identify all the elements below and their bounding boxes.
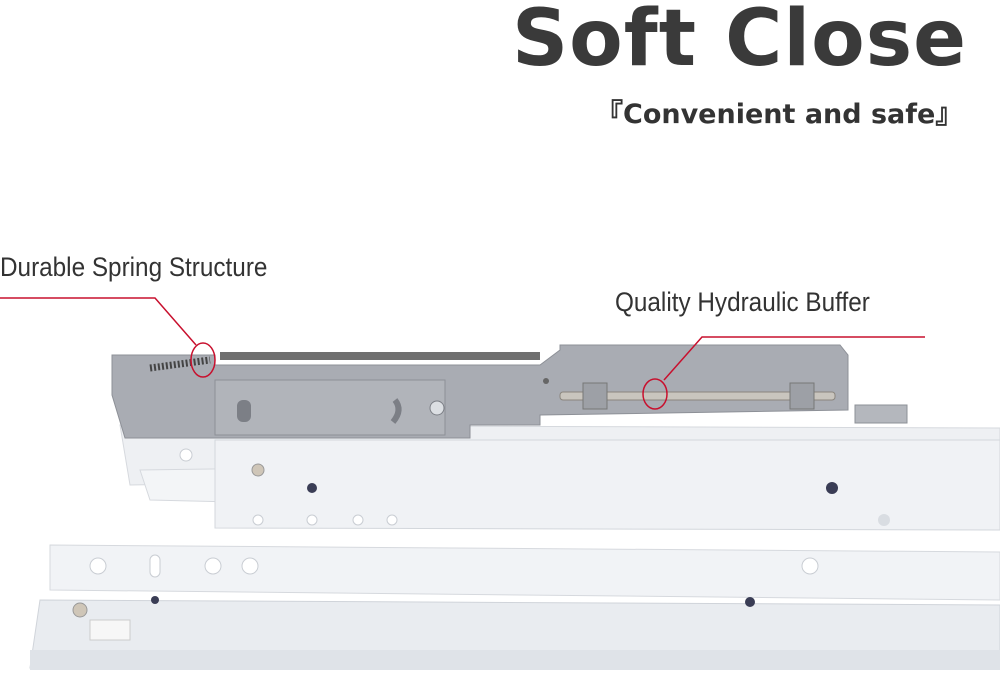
upper-slide-rail	[119, 424, 1000, 531]
headline: Soft Close	[512, 0, 968, 84]
subheadline: 『Convenient and safe』	[596, 99, 963, 130]
spring-callout-circle	[190, 342, 216, 378]
buffer-callout-circle	[642, 378, 668, 410]
buffer-callout-line	[663, 336, 925, 381]
callout-lines	[0, 297, 925, 410]
spring-callout-label: Durable Spring Structure	[0, 252, 268, 282]
spring-callout-line	[0, 297, 197, 346]
lower-slide-rail	[29, 544, 1000, 670]
buffer-callout-label: Quality Hydraulic Buffer	[615, 287, 870, 317]
soft-close-damper	[111, 344, 908, 439]
